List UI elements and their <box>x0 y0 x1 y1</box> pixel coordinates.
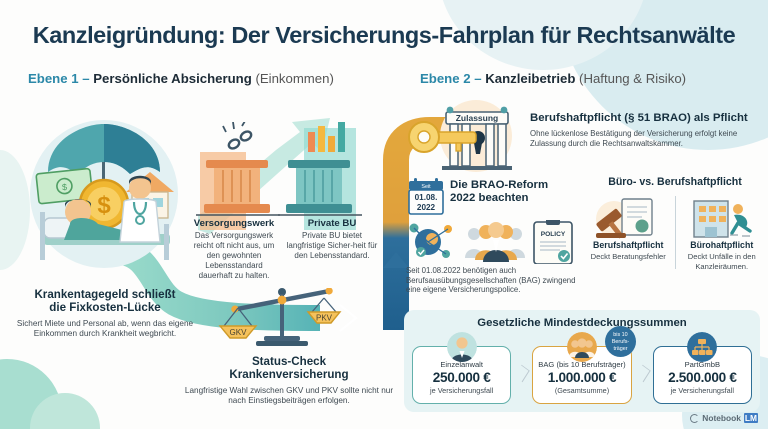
coverage-2-note: je Versicherungsfall <box>670 386 734 395</box>
tier-2-bold: Kanzleibetrieb <box>481 71 576 86</box>
coverage-0-amount: 250.000 € <box>432 370 491 385</box>
brao-duty-heading: Berufshaftpflicht (§ 51 BRAO) als Pflich… <box>530 112 748 124</box>
pillar-text-columns: Versorgungswerk Das Versorgungswerk reic… <box>188 218 378 281</box>
reform-heading-block: Die BRAO-Reform 2022 beachten <box>450 179 600 205</box>
lawyer-group-avatar <box>566 332 597 362</box>
gate-sign-label: Zulassung <box>456 113 499 123</box>
org-chart-avatar <box>687 332 718 362</box>
watermark-suffix: LM <box>743 413 758 423</box>
liability-item-berufshaftpflicht: Berufshaftpflicht Deckt Beratungsfehler <box>582 194 675 271</box>
calendar-date-line1: 01.08. <box>415 193 438 202</box>
tier-2-light: (Haftung & Risiko) <box>575 71 687 86</box>
liability-comparison-block: Büro- vs. Berufshaftpflicht <box>582 176 768 271</box>
pillar-column-versorgungswerk: Versorgungswerk Das Versorgungswerk reic… <box>188 218 280 281</box>
calendar-icon: Seit 01.08. 2022 <box>408 178 444 215</box>
coverage-0-note: je Versicherungsfall <box>430 386 494 395</box>
coverage-card-bag[interactable]: bis 10 Berufs- träger BAG (bis 10 Berufs… <box>532 326 636 404</box>
pillar-column-private-bu: Private BU Private BU bietet langfristig… <box>286 218 378 281</box>
coverage-1-note: (Gesamtsumme) <box>554 386 610 395</box>
sick-pay-text-block: Krankentagegeld schließt die Fixkosten-L… <box>12 288 198 339</box>
sick-pay-heading: Krankentagegeld schließt die Fixkosten-L… <box>34 288 176 315</box>
page-title: Kanzleigründung: Der Versicherungs-Fahrp… <box>32 22 736 48</box>
liability-0-body: Deckt Beratungsfehler <box>590 252 666 262</box>
watermark-name: Notebook <box>702 413 741 423</box>
liability-divider <box>674 196 676 270</box>
svg-text:$: $ <box>62 182 68 192</box>
coverage-card-partgmbb[interactable]: PartGmbB 2.500.000 € je Versicherungsfal… <box>652 332 752 404</box>
reform-body-block: Seit 01.08.2022 benötigen auch Berufsaus… <box>406 266 592 295</box>
single-lawyer-avatar <box>446 332 477 362</box>
notebooklm-logo-icon <box>690 413 700 423</box>
tier-2-heading: Ebene 2 – Kanzleibetrieb (Haftung & Risi… <box>420 71 686 86</box>
calendar-top-label: Seit <box>421 184 431 190</box>
reform-heading: Die BRAO-Reform 2022 beachten <box>450 179 549 205</box>
pillar-1-title: Private BU <box>307 218 357 229</box>
reform-illustration: POLICY <box>409 220 573 264</box>
coverage-2-label: PartGmbB <box>684 360 721 369</box>
tier-1-bold: Persönliche Absicherung <box>89 71 252 86</box>
clipboard-label: POLICY <box>541 231 566 238</box>
minimum-coverage-panel: Gesetzliche Mindestdeckungssummen Einzel… <box>404 310 760 412</box>
liability-item-buerohaftpflicht: Bürohaftpflicht Deckt Unfälle in den Kan… <box>676 194 768 271</box>
reform-body: Seit 01.08.2022 benötigen auch Berufsaus… <box>406 266 576 295</box>
sick-pay-illustration: $ $ <box>30 120 178 268</box>
admission-gate-illustration: Zulassung <box>408 100 512 172</box>
office-building-slip-icon <box>679 194 766 240</box>
gavel-document-icon <box>585 194 672 240</box>
pillar-1-body: Private BU bietet langfristige Sicher-he… <box>286 231 378 261</box>
coverage-card-einzelanwalt[interactable]: Einzelanwalt 250.000 € je Versicherungsf… <box>412 332 512 404</box>
coverage-1-amount: 1.000.000 € <box>547 370 617 385</box>
brao-duty-text-block: Berufshaftpflicht (§ 51 BRAO) als Pflich… <box>530 112 768 149</box>
svg-text:bis 10: bis 10 <box>613 332 627 338</box>
scale-label-pkv: PKV <box>316 314 333 323</box>
chevron-right-icon-2 <box>638 360 647 386</box>
liability-1-body: Deckt Unfälle in den Kanzleiräumen. <box>687 252 756 271</box>
chevron-right-icon-1 <box>517 360 526 386</box>
liability-0-title: Berufshaftpflicht <box>593 240 664 250</box>
minimum-coverage-title: Gesetzliche Mindestdeckungssummen <box>477 317 687 329</box>
coverage-1-label: BAG (bis 10 Berufsträger) <box>538 360 626 369</box>
svg-text:träger: träger <box>613 346 627 352</box>
coverage-0-label: Einzelanwalt <box>440 360 483 369</box>
liability-comparison-title: Büro- vs. Berufshaftpflicht <box>608 176 742 188</box>
svg-text:Berufs-: Berufs- <box>611 339 629 345</box>
calendar-date-line2: 2022 <box>417 203 436 212</box>
pillar-0-body: Das Versorgungswerk reicht oft nicht aus… <box>193 231 275 281</box>
tier-1-heading: Ebene 1 – Persönliche Absicherung (Einko… <box>28 71 334 86</box>
status-check-body: Langfristige Wahl zwischen GKV und PKV s… <box>184 385 394 406</box>
tier-1-light: (Einkommen) <box>251 71 334 86</box>
pillar-0-title: Versorgungswerk <box>193 218 275 229</box>
bag-badge: bis 10 Berufs- träger <box>604 326 636 357</box>
minimum-coverage-cards: Einzelanwalt 250.000 € je Versicherungsf… <box>412 326 752 404</box>
scales-illustration: GKV PKV <box>218 288 342 346</box>
scale-label-gkv: GKV <box>230 328 248 337</box>
brao-duty-body: Ohne lückenlose Bestätigung der Versiche… <box>530 129 738 148</box>
status-check-heading: Status-Check Krankenversicherung <box>229 355 349 382</box>
tier-1-number: Ebene 1 – <box>28 71 90 86</box>
sick-pay-body: Sichert Miete und Personal ab, wenn das … <box>16 318 194 339</box>
liability-1-title: Bürohaftpflicht <box>690 240 754 250</box>
tier-2-number: Ebene 2 – <box>420 71 482 86</box>
status-check-text-block: Status-Check Krankenversicherung Langfri… <box>178 355 400 406</box>
coverage-2-amount: 2.500.000 € <box>668 370 737 385</box>
svg-text:$: $ <box>97 192 111 219</box>
pillars-illustration <box>196 122 362 216</box>
